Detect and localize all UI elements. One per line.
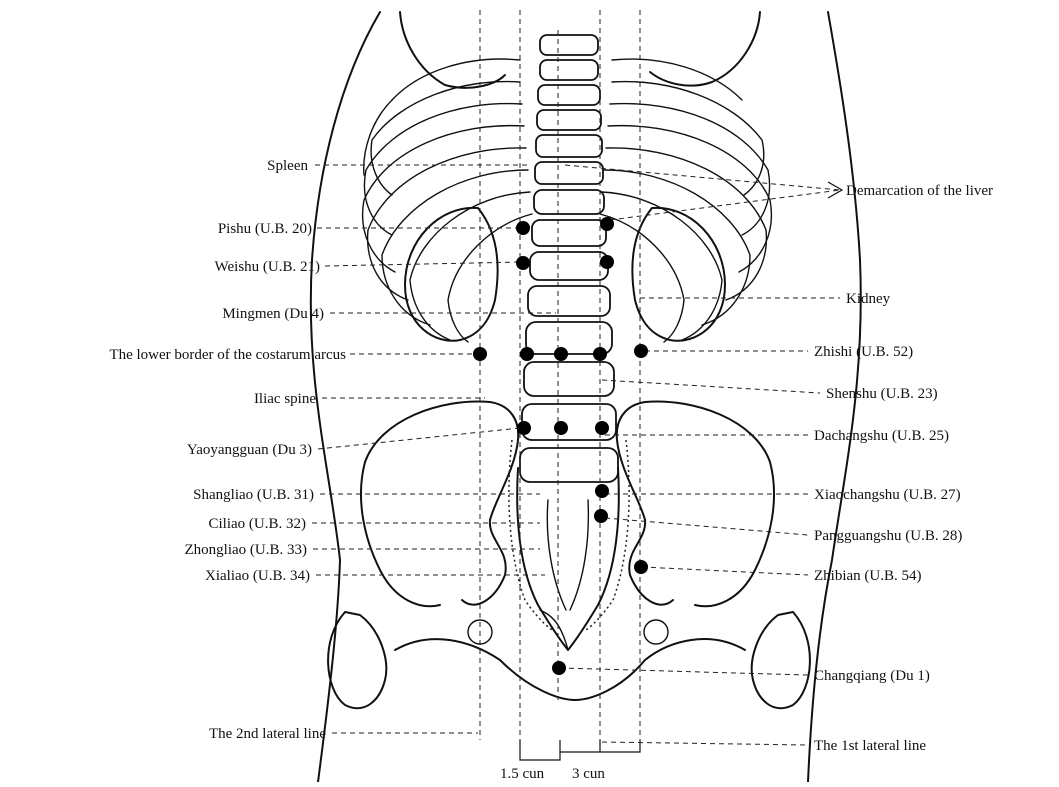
ribs-right	[600, 59, 771, 342]
label-first-lateral-line: The 1st lateral line	[814, 738, 926, 754]
label-changqiang: Changqiang (Du 1)	[814, 668, 930, 684]
ribs-left	[363, 59, 532, 342]
point-zhishi-right	[634, 344, 648, 358]
label-mingmen: Mingmen (Du 4)	[222, 306, 324, 322]
point-pangguangshu	[594, 509, 608, 523]
point-changqiang	[552, 661, 566, 675]
label-kidney: Kidney	[846, 291, 891, 307]
point-dachangshu-right	[595, 421, 609, 435]
point-zhibian	[634, 560, 648, 574]
cun-labels: 1.5 cun 3 cun	[500, 766, 605, 782]
label-xiaochangshu: Xiaochangshu (U.B. 27)	[814, 487, 961, 503]
label-dachangshu: Dachangshu (U.B. 25)	[814, 428, 949, 444]
point-xiaochangshu	[595, 484, 609, 498]
label-yaoyangguan: Yaoyangguan (Du 3)	[187, 442, 312, 458]
label-xialiao: Xialiao (U.B. 34)	[205, 568, 310, 584]
label-weishu: Weishu (U.B. 21)	[215, 259, 320, 275]
label-costarum: The lower border of the costarum arcus	[109, 347, 346, 363]
point-pishu-right	[600, 217, 614, 231]
label-pangguangshu: Pangguangshu (U.B. 28)	[814, 528, 962, 544]
label-spleen: Spleen	[267, 158, 308, 174]
point-zhishi-left	[473, 347, 487, 361]
labels-left: Spleen Pishu (U.B. 20) Weishu (U.B. 21) …	[109, 158, 346, 742]
leader-lines-left	[312, 165, 556, 733]
point-yaoyangguan	[554, 421, 568, 435]
label-cun-1-5: 1.5 cun	[500, 766, 545, 782]
labels-right: Demarcation of the liver Kidney Zhishi (…	[814, 182, 993, 754]
point-shenshu-right	[593, 347, 607, 361]
label-demarcation-liver: Demarcation of the liver	[846, 183, 993, 199]
cun-brackets	[520, 740, 640, 760]
point-weishu-left	[516, 256, 530, 270]
point-weishu-right	[600, 255, 614, 269]
label-zhishi: Zhishi (U.B. 52)	[814, 344, 913, 360]
label-ciliao: Ciliao (U.B. 32)	[209, 516, 307, 532]
label-iliac-spine: Iliac spine	[254, 391, 316, 407]
point-pishu-left	[516, 221, 530, 235]
label-cun-3: 3 cun	[572, 766, 605, 782]
label-shangliao: Shangliao (U.B. 31)	[193, 487, 314, 503]
label-pishu: Pishu (U.B. 20)	[218, 221, 312, 237]
point-shenshu-left	[520, 347, 534, 361]
label-second-lateral-line: The 2nd lateral line	[209, 726, 326, 742]
label-zhongliao: Zhongliao (U.B. 33)	[185, 542, 307, 558]
point-dachangshu-left	[517, 421, 531, 435]
label-shenshu: Shenshu (U.B. 23)	[826, 386, 938, 402]
label-zhibian: Zhibian (U.B. 54)	[814, 568, 921, 584]
point-mingmen	[554, 347, 568, 361]
